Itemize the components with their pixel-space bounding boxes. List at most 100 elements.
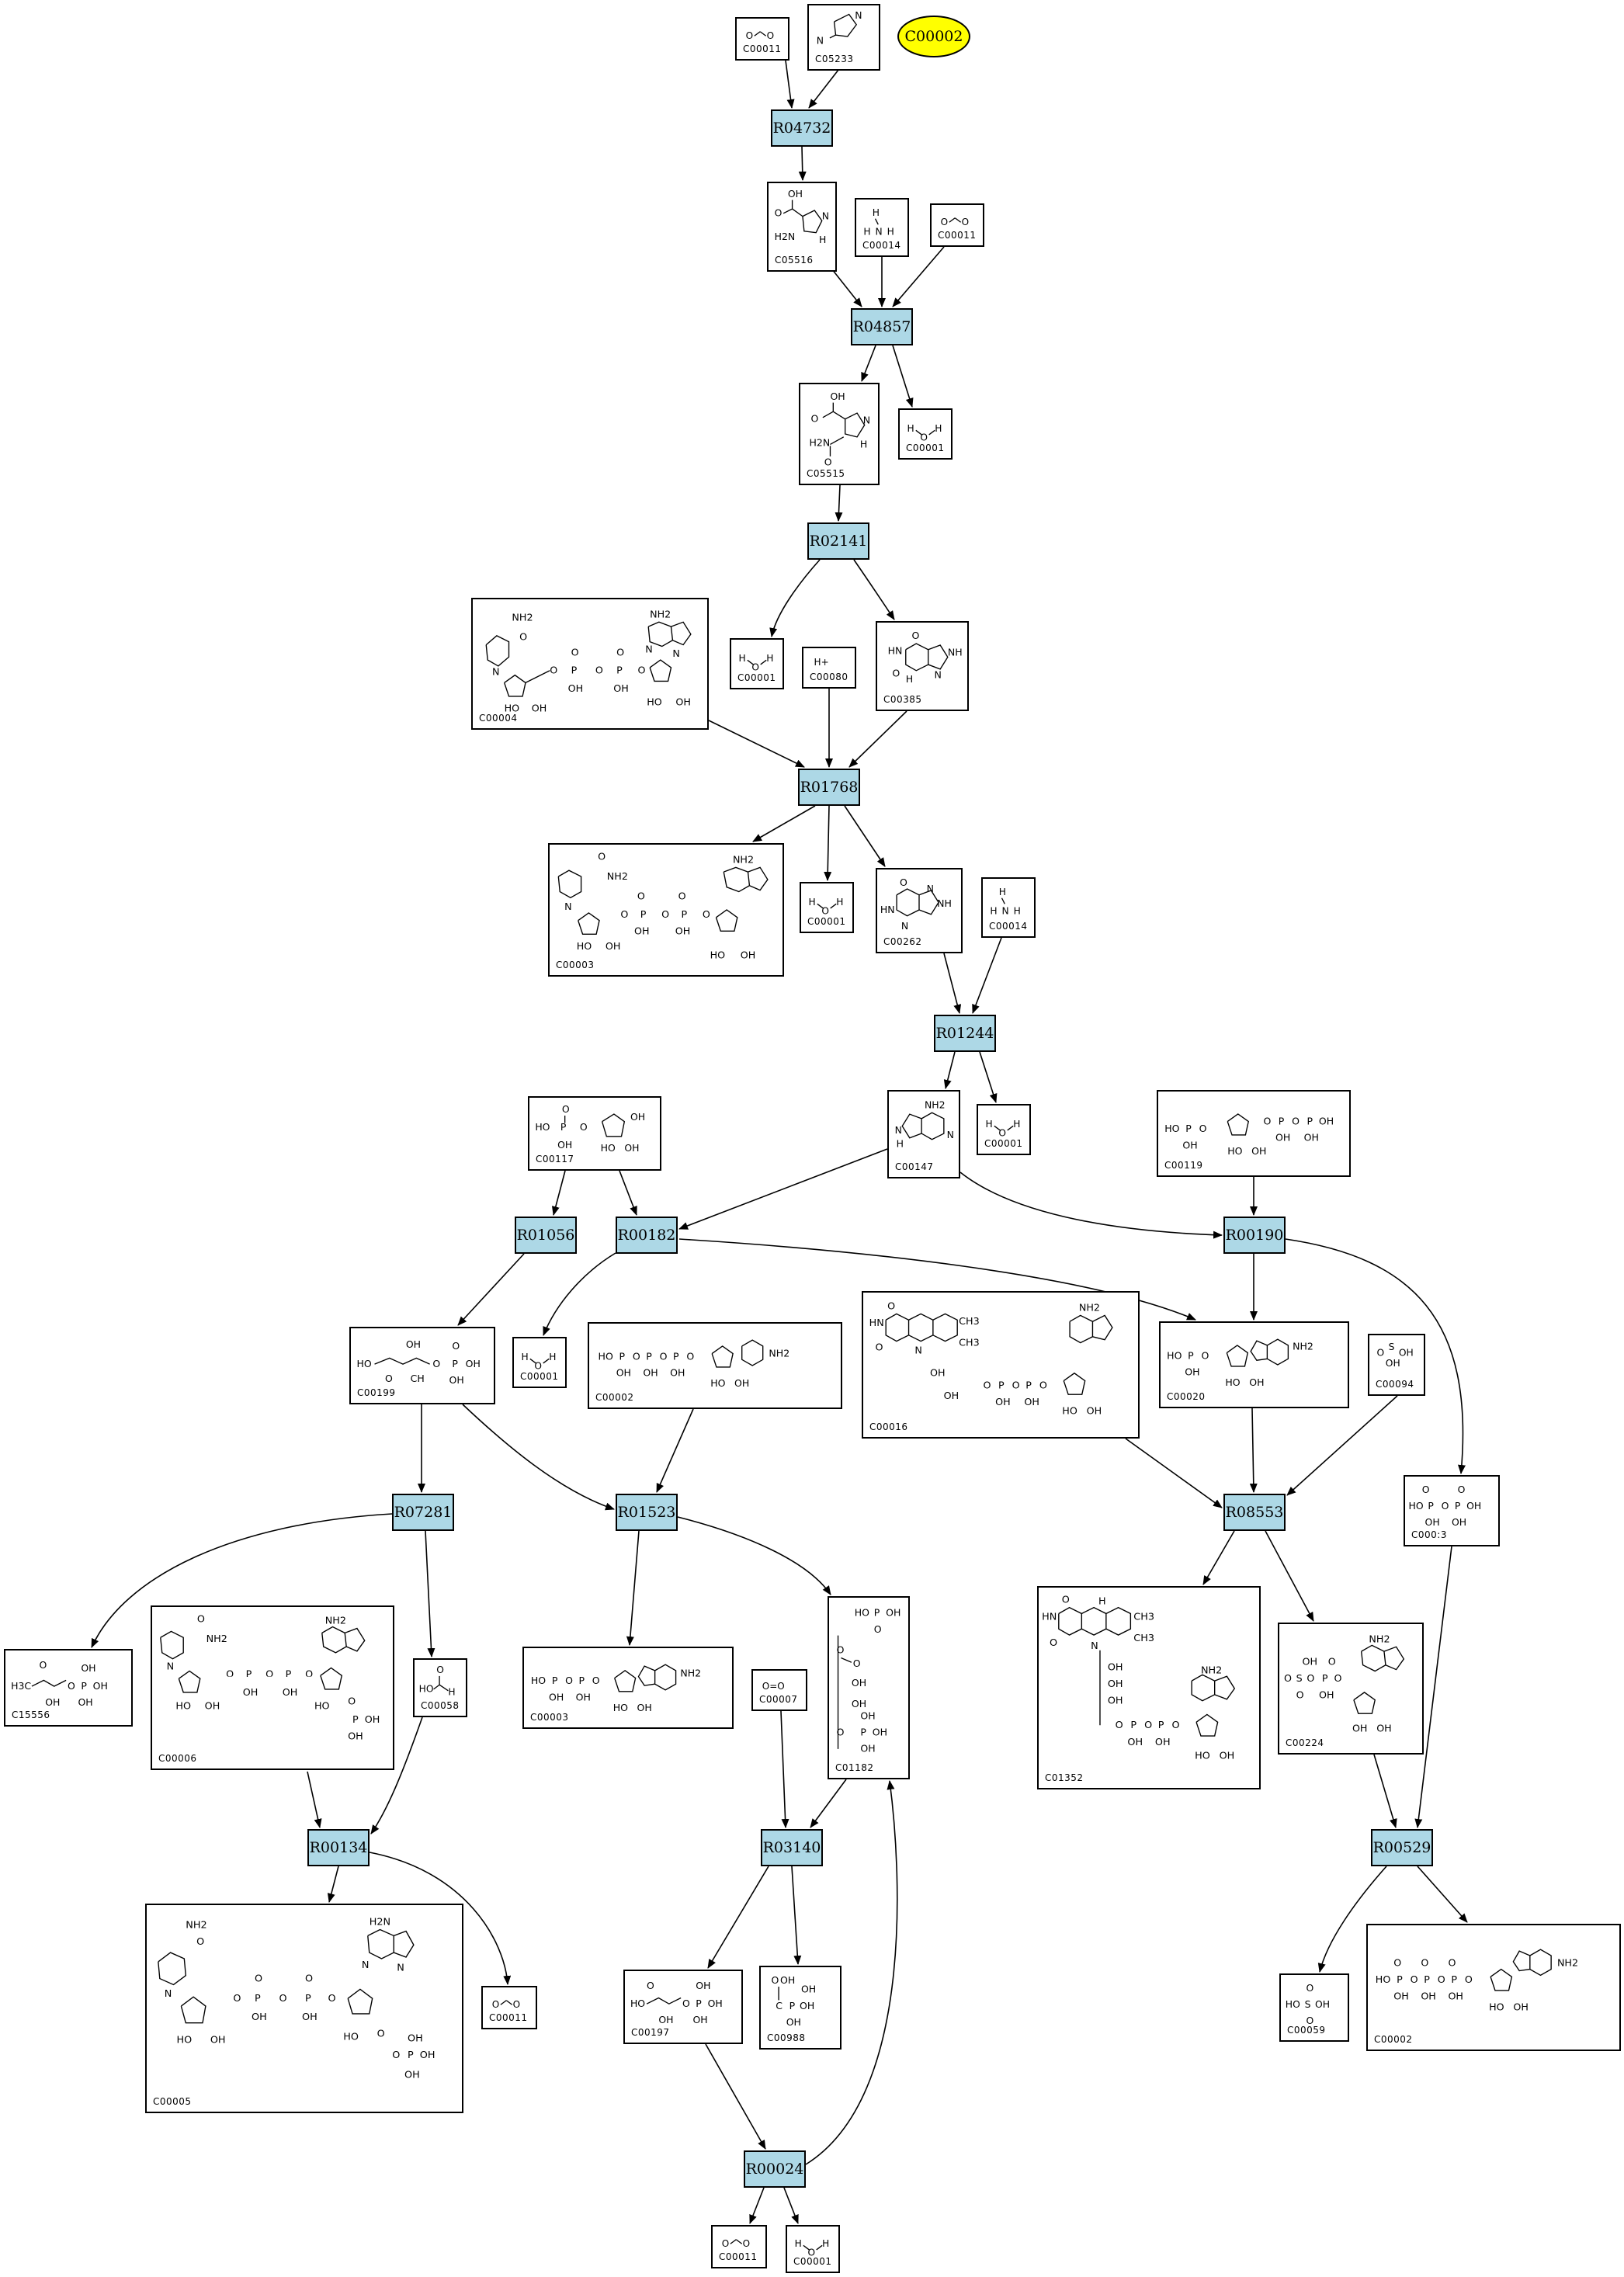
reaction-node-r08553[interactable]: R08553: [1223, 1494, 1286, 1531]
reaction-node-r01768[interactable]: R01768: [798, 769, 860, 806]
svg-text:NH2: NH2: [186, 1920, 206, 1932]
svg-text:HN: HN: [888, 645, 903, 657]
svg-text:P: P: [789, 2000, 796, 2011]
svg-text:OH: OH: [786, 2016, 801, 2028]
svg-text:OH: OH: [801, 1984, 816, 1995]
reaction-edge-arrow: [892, 246, 945, 307]
reaction-node-r00024[interactable]: R00024: [744, 2150, 806, 2188]
svg-text:OH: OH: [1251, 1145, 1266, 1157]
svg-text:N: N: [863, 415, 870, 426]
svg-text:O: O: [837, 1644, 845, 1656]
svg-text:HO: HO: [1489, 2001, 1504, 2012]
svg-text:O: O: [1116, 1720, 1123, 1731]
svg-text:P: P: [246, 1668, 252, 1680]
svg-text:HO: HO: [601, 1142, 616, 1154]
start-compound-node[interactable]: C00002: [897, 16, 970, 57]
reaction-node-r07281[interactable]: R07281: [392, 1494, 454, 1531]
reaction-node-r04857[interactable]: R04857: [851, 308, 913, 345]
svg-text:O: O: [767, 30, 775, 41]
svg-text:O: O: [265, 1668, 273, 1680]
reaction-node-r02141[interactable]: R02141: [807, 522, 869, 560]
compound-id-label: C00011: [938, 230, 977, 241]
reaction-node-r00190[interactable]: R00190: [1223, 1217, 1286, 1254]
reaction-node-r00134[interactable]: R00134: [307, 1829, 370, 1866]
reaction-node-r01244[interactable]: R01244: [934, 1015, 996, 1052]
svg-text:O: O: [1422, 1484, 1430, 1495]
svg-text:N: N: [901, 920, 908, 932]
reaction-edge-arrow: [979, 1051, 998, 1103]
svg-text:N: N: [914, 1344, 922, 1355]
reaction-node-r01523[interactable]: R01523: [616, 1494, 678, 1531]
svg-text:NH2: NH2: [1201, 1664, 1222, 1676]
svg-text:HO: HO: [357, 1358, 372, 1369]
carboxamide-imidazole-structure-icon: OH O H2N O NH: [810, 390, 871, 468]
svg-text:O: O: [616, 646, 624, 658]
reaction-node-r01056[interactable]: R01056: [515, 1217, 577, 1254]
reaction-node-r04732[interactable]: R04732: [771, 109, 833, 147]
svg-text:O: O: [1284, 1672, 1292, 1684]
compound-c00080[interactable]: H+ C00080: [802, 647, 856, 689]
svg-text:N: N: [645, 643, 653, 654]
proton-structure-icon: H+: [814, 657, 829, 668]
svg-text:O: O: [513, 1999, 521, 2010]
svg-text:OH: OH: [406, 1338, 421, 1350]
svg-text:O: O: [1306, 1982, 1314, 1994]
svg-text:O: O: [1421, 1957, 1428, 1969]
reaction-node-r00182[interactable]: R00182: [616, 1217, 678, 1254]
compound-c00007[interactable]: O=O C00007: [751, 1669, 807, 1711]
reaction-node-r00529[interactable]: R00529: [1371, 1829, 1433, 1866]
svg-text:O: O: [580, 1121, 588, 1133]
svg-text:P: P: [1455, 1500, 1461, 1512]
compound-id-label: C00006: [158, 1753, 197, 1764]
svg-text:HO: HO: [1225, 1376, 1240, 1388]
svg-text:O: O: [1334, 1672, 1342, 1684]
svg-text:O: O: [633, 1350, 640, 1362]
reaction-node-r03140[interactable]: R03140: [761, 1829, 823, 1866]
svg-text:OH: OH: [1304, 1132, 1319, 1144]
svg-text:H: H: [822, 2238, 829, 2249]
compound-id-label: C00080: [810, 672, 848, 682]
